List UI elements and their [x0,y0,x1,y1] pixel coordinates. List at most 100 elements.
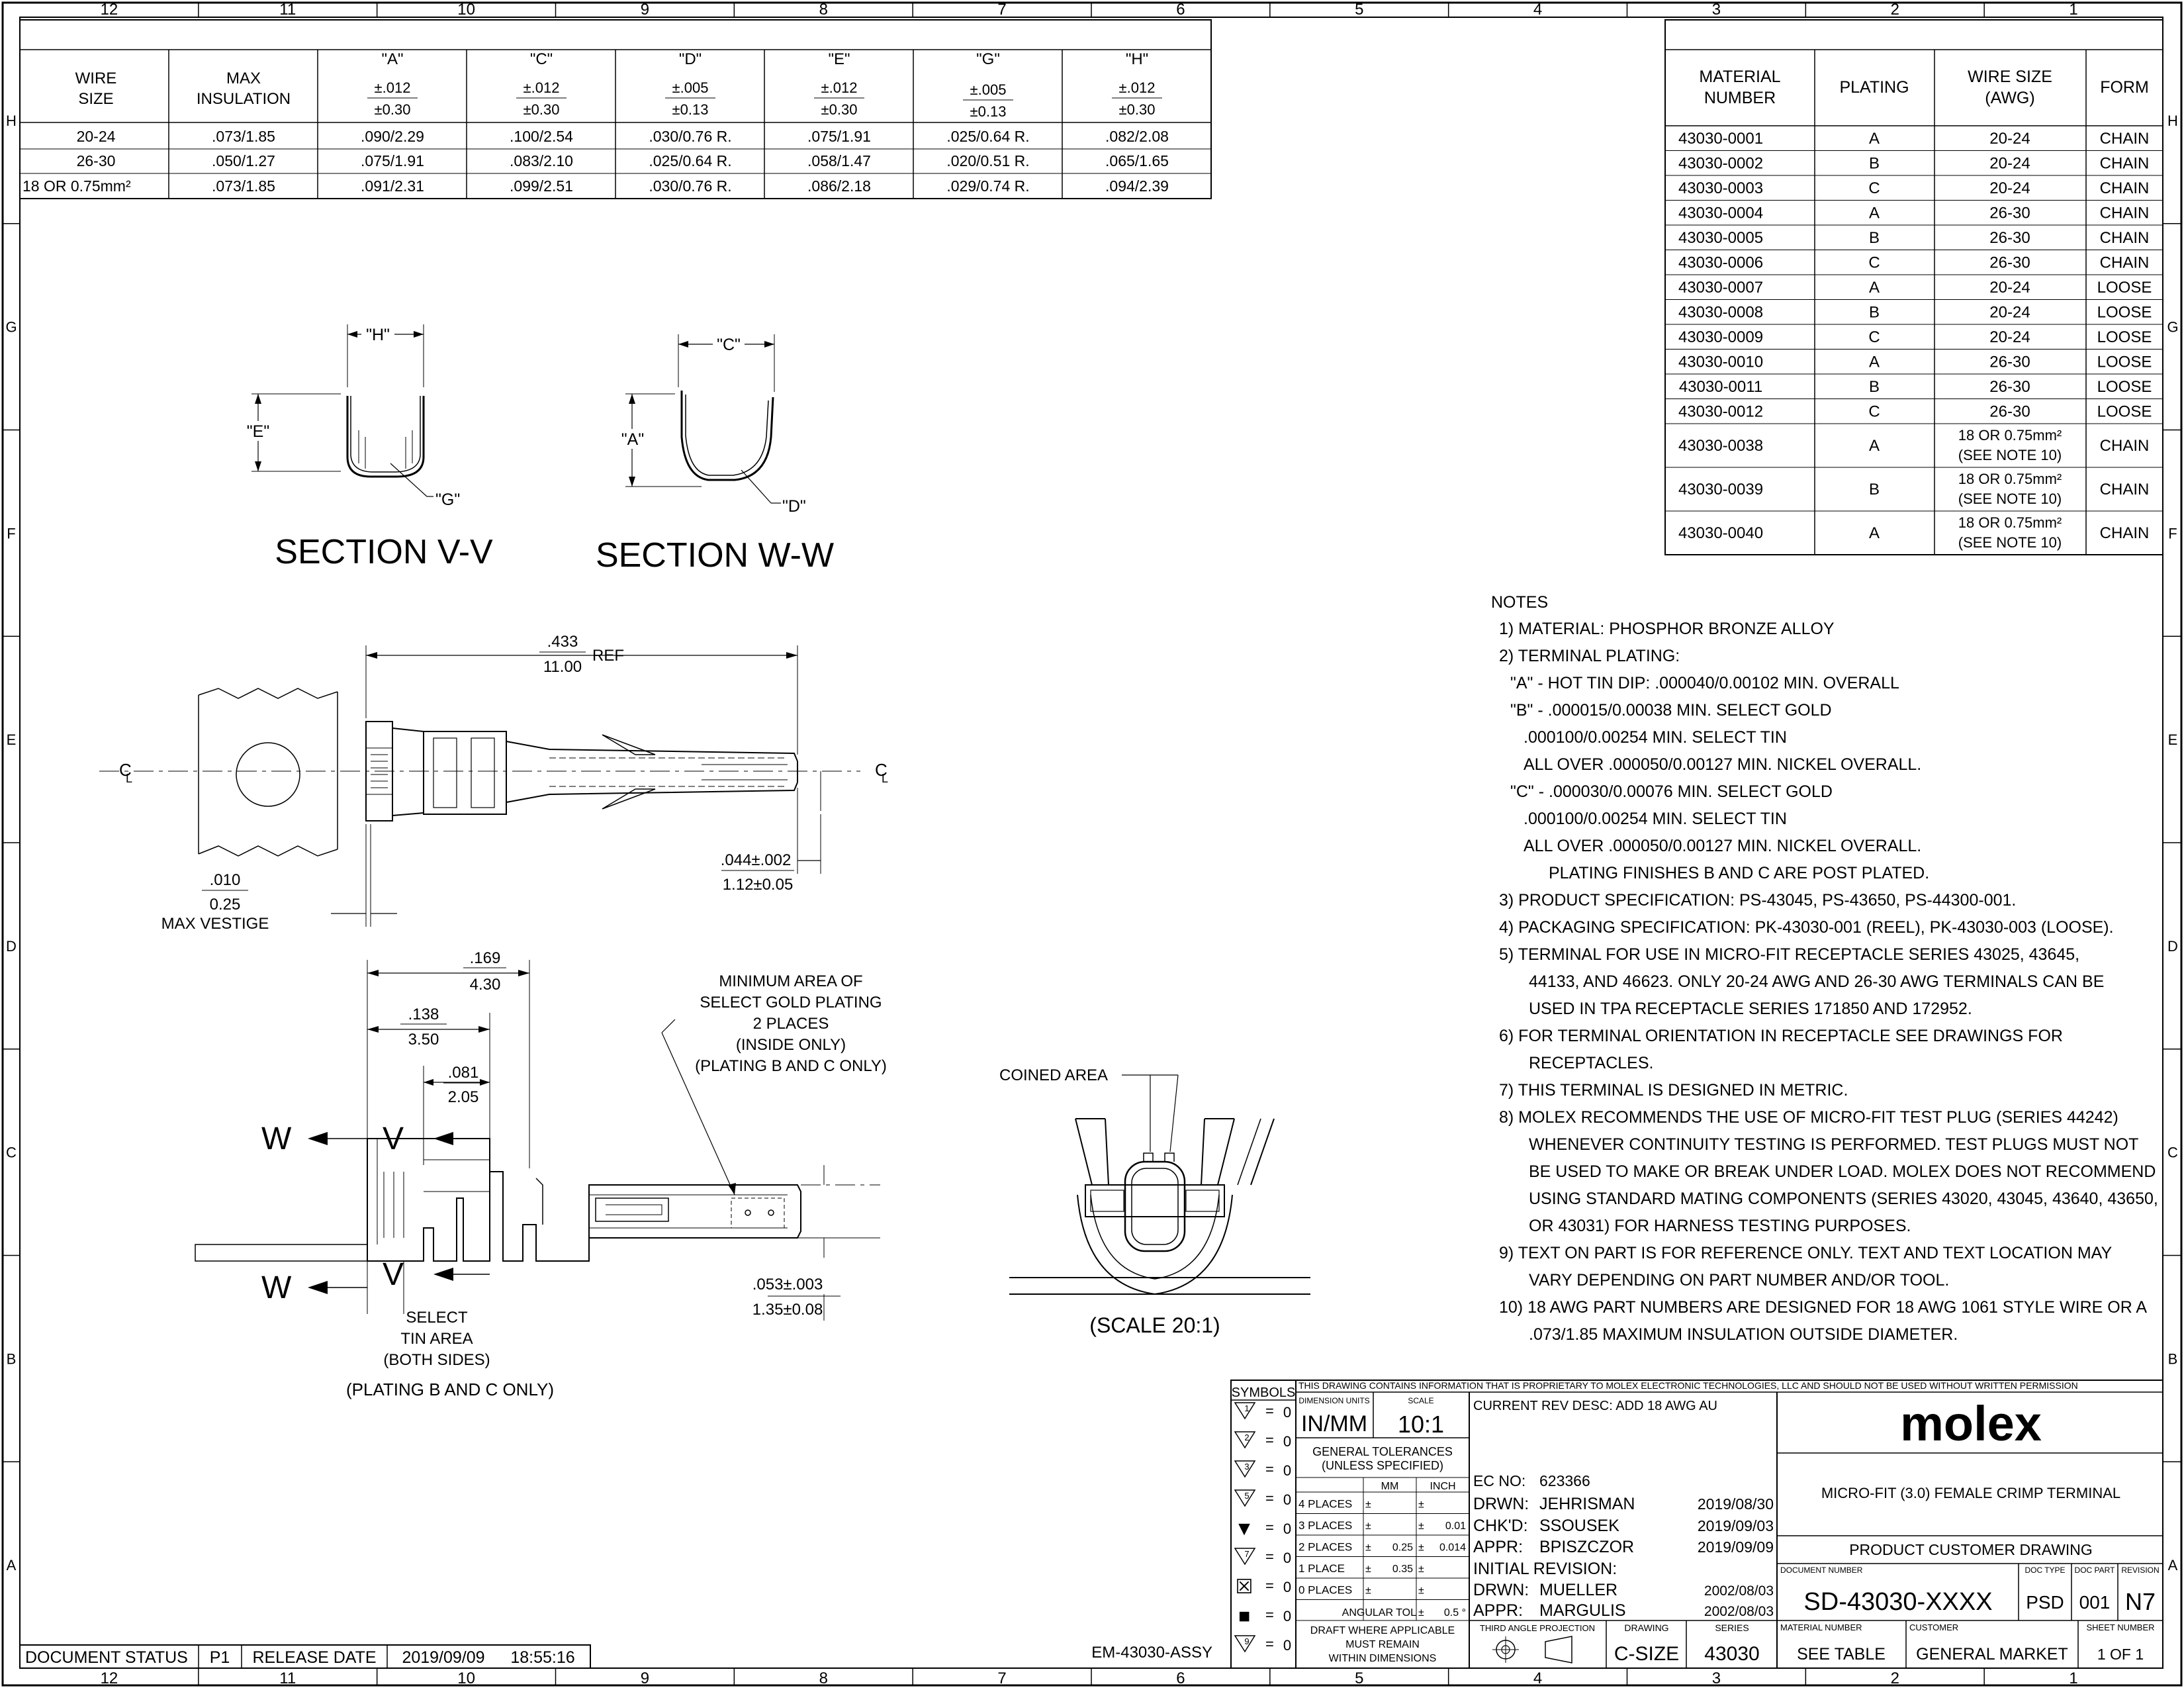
cl-left-c: C [119,760,132,780]
tin-plating-note: (PLATING B AND C ONLY) [346,1380,554,1399]
document-status-bar: DOCUMENT STATUS P1 RELEASE DATE 2019/09/… [19,1644,591,1669]
material-table: MATERIAL NUMBER PLATING WIRE SIZE (AWG) … [1664,19,2163,555]
zone-col-bottom: 4 [1533,1669,1542,1687]
zone-col-bottom: 5 [1355,1669,1363,1687]
initial-revision-label: INITIAL REVISION: [1473,1560,1617,1578]
dim-header-ins-bottom: INSULATION [197,90,291,108]
wire-size-cell: 18 OR 0.75mm² [1958,427,2062,444]
tin-line-1: SELECT [406,1309,468,1327]
note-line: 2) TERMINAL PLATING: [1499,647,1680,665]
section-w-w: "C" "A" "D" SECTION W-W [596,334,834,575]
symbol-equals: = [1265,1403,1274,1419]
gold-line-4: (INSIDE ONLY) [736,1036,846,1054]
plating-cell: B [1869,481,1880,498]
tolerance-pm: ± [1365,1585,1371,1597]
tolerance-pm: ± [1418,1521,1424,1532]
mat-header-number-2: NUMBER [1704,89,1776,107]
note-line: 5) TERMINAL FOR USE IN MICRO-FIT RECEPTA… [1499,945,2079,964]
tolerance-pm: ± [1418,1585,1424,1597]
wire-size-cell: 26-30 [1989,229,2030,247]
doctype-label: DOC TYPE [2025,1566,2065,1575]
drwn-label: DRWN: [1473,1495,1529,1513]
material-number-cell: 43030-0004 [1678,204,1763,222]
revision-label: REVISION [2121,1566,2159,1575]
overall-length-ref: REF [592,647,624,665]
section-w-d-label: "D" [782,497,806,516]
form-cell: CHAIN [2100,154,2150,172]
dim-header-a-tol-in: ±.012 [375,79,411,96]
symbol-equals: = [1265,1490,1274,1507]
form-cell: CHAIN [2100,130,2150,148]
plating-cell: C [1868,328,1880,346]
ec-label: EC NO: [1473,1472,1525,1489]
form-cell: LOOSE [2097,328,2152,346]
coined-area-detail: COINED AREA (SCALE 20:1) [999,1066,1310,1337]
draft-line-3: WITHIN DIMENSIONS [1329,1653,1437,1664]
dim-cell: .082/2.08 [1105,128,1169,145]
scale-label: SCALE [1408,1396,1433,1405]
symbol-value: 0 [1283,1608,1291,1624]
symbol-value: 0 [1283,1550,1291,1566]
appr-name: BPISZCZOR [1539,1538,1634,1556]
note-line: VARY DEPENDING ON PART NUMBER AND/OR TOO… [1529,1271,1949,1289]
coined-area-label: COINED AREA [999,1066,1108,1084]
zone-row-right: F [2168,525,2177,541]
dim-cell: .075/1.91 [361,152,424,169]
dim-cell: 26-30 [77,152,116,169]
zone-col-bottom: 6 [1176,1669,1185,1687]
dim-cell: .100/2.54 [510,128,573,145]
customer-label: CUSTOMER [1909,1622,1958,1632]
dim-081-mm: 2.05 [448,1088,479,1106]
plating-cell: A [1869,279,1880,297]
dim-cell: 18 OR 0.75mm² [23,177,131,195]
symbol-mark: ▼ [1234,1518,1254,1540]
appr-label: APPR: [1473,1538,1523,1556]
dim-cell: .086/2.18 [807,177,871,195]
docpart-label: DOC PART [2075,1566,2116,1575]
form-cell: CHAIN [2100,437,2150,455]
dim-cell: .083/2.10 [510,152,573,169]
zone-row-right: E [2168,731,2178,748]
dim-138-mm: 3.50 [408,1031,439,1049]
form-cell: CHAIN [2100,254,2150,271]
material-number-cell: 43030-0008 [1678,303,1763,321]
zone-col-bottom: 8 [819,1669,828,1687]
symbol-triangle-icon [1234,1402,1256,1420]
rev-desc: CURRENT REV DESC: ADD 18 AWG AU [1473,1399,1717,1413]
dim-cell: .050/1.27 [212,152,275,169]
symbol-mark: 7 [1244,1549,1249,1559]
dim-cell: .020/0.51 R. [946,152,1029,169]
dim-header-h-tol-in: ±.012 [1119,79,1156,96]
zone-row-right: H [2167,113,2178,129]
overall-length-in: .433 [547,633,578,651]
symbol-mark: 2 [1244,1432,1249,1442]
zone-row-left: E [7,731,17,748]
thickness-mm: 1.35±0.08 [752,1301,823,1319]
side-view: .169 4.30 .138 3.50 .081 2.05 W V W V SE… [195,949,887,1399]
material-number-cell: 43030-0006 [1678,254,1763,271]
dim-cell: .073/1.85 [212,177,275,195]
angular-tol-label: ANGULAR TOL [1342,1607,1416,1618]
series-value: 43030 [1704,1643,1759,1665]
plating-cell: A [1869,204,1880,222]
vestige-mm: 0.25 [210,896,241,914]
note-line: WHENEVER CONTINUITY TESTING IS PERFORMED… [1529,1135,2138,1154]
notes-title: NOTES [1491,593,1548,612]
zone-col-top: 3 [1712,1,1721,19]
symbol-value: 0 [1283,1491,1291,1508]
note-line: 1) MATERIAL: PHOSPHOR BRONZE ALLOY [1499,620,1835,638]
overall-length-mm: 11.00 [543,658,582,676]
section-v-e-label: "E" [247,422,269,441]
note-line: 8) MOLEX RECOMMENDS THE USE OF MICRO-FIT… [1499,1108,2118,1127]
symbol-value: 0 [1283,1579,1291,1595]
note-line: USING STANDARD MATING COMPONENTS (SERIES… [1529,1190,2158,1208]
ec-number: 623366 [1539,1472,1590,1489]
wire-size-cell: 26-30 [1989,353,2030,371]
symbol-triangle-icon [1234,1635,1256,1653]
release-date: 2019/09/09 [402,1648,484,1667]
wire-size-note-cell: (SEE NOTE 10) [1958,534,2062,551]
dim-header-a: "A" [381,50,403,68]
doc-kind: PRODUCT CUSTOMER DRAWING [1849,1541,2093,1558]
tolerance-pm: ± [1418,1564,1424,1575]
note-line: USED IN TPA RECEPTACLE SERIES 171850 AND… [1529,1000,1972,1018]
